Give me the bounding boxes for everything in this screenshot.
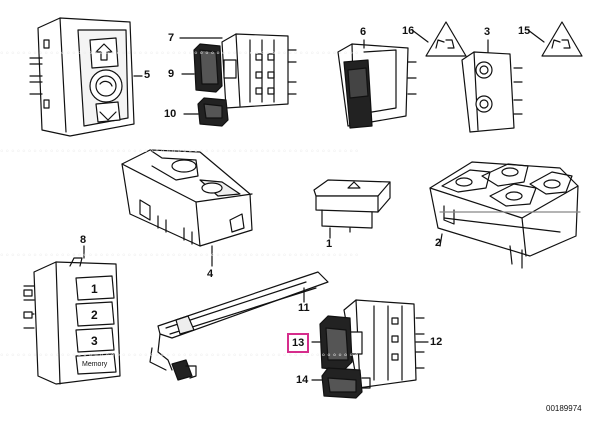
callout-4[interactable]: 4 — [207, 268, 214, 280]
part-7-switch-block — [221, 33, 297, 109]
part-9-button-cap — [193, 43, 223, 93]
memory-button-1-label: 1 — [91, 282, 98, 296]
callout-8[interactable]: 8 — [80, 234, 87, 246]
part-15-warning-symbol — [541, 21, 583, 57]
leader-2 — [439, 233, 443, 247]
memory-button-label: Memory — [82, 361, 108, 368]
callout-5[interactable]: 5 — [144, 69, 151, 81]
callout-11[interactable]: 11 — [298, 302, 310, 314]
callout-6[interactable]: 6 — [360, 26, 367, 38]
leader-16 — [411, 29, 429, 43]
memory-button-2-label: 2 — [91, 308, 98, 322]
callout-13-highlighted[interactable]: 13 — [287, 333, 310, 353]
callout-9[interactable]: 9 — [168, 68, 175, 80]
memory-button-3-label: 3 — [91, 334, 98, 348]
callout-14[interactable]: 14 — [296, 374, 309, 386]
part-4-window-switch-panel — [121, 149, 253, 247]
part-1-hazard-switch — [313, 179, 391, 233]
part-5-mirror-switch — [29, 17, 135, 137]
part-11-ribbon-cable — [149, 271, 329, 381]
watermark-row: ◦◦◦◦◦◦◦◦◦◦◦◦◦◦◦◦◦◦◦◦◦◦◦◦◦◦◦◦◦◦◦◦◦◦◦◦◦◦◦◦… — [0, 146, 361, 157]
part-10-button-cap — [197, 97, 229, 127]
callout-12[interactable]: 12 — [430, 336, 443, 348]
callout-1[interactable]: 1 — [326, 238, 333, 250]
part-2-switch-block — [429, 161, 581, 269]
watermark-row: ◦◦◦◦◦◦◦◦◦◦◦◦◦◦◦◦◦◦◦◦◦◦◦◦◦◦◦◦◦◦◦◦◦◦◦◦◦◦◦◦… — [0, 350, 361, 361]
part-8-memory-switch — [23, 257, 121, 385]
callout-15[interactable]: 15 — [518, 25, 531, 37]
part-3-seat-switch — [461, 51, 523, 133]
part-14-button-cap — [321, 367, 371, 399]
callout-7[interactable]: 7 — [168, 32, 175, 44]
leader-15 — [527, 29, 545, 43]
callout-3[interactable]: 3 — [484, 26, 491, 38]
diagram-code: 00189974 — [546, 404, 582, 413]
callout-10[interactable]: 10 — [164, 108, 177, 120]
callout-2[interactable]: 2 — [435, 237, 442, 249]
part-16-warning-symbol — [425, 21, 467, 57]
callout-16[interactable]: 16 — [402, 25, 415, 37]
watermark-row: ◦◦◦◦◦◦◦◦◦◦◦◦◦◦◦◦◦◦◦◦◦◦◦◦◦◦◦◦◦◦◦◦◦◦◦◦◦◦◦◦… — [0, 250, 361, 261]
watermark-row: ◦◦◦◦◦◦◦◦◦◦◦◦◦◦◦◦◦◦◦◦◦◦◦◦◦◦◦◦◦◦◦◦◦◦◦◦◦◦◦◦… — [0, 48, 361, 59]
part-6-rocker-switch — [337, 43, 417, 129]
part-13-button-cap — [319, 315, 353, 371]
